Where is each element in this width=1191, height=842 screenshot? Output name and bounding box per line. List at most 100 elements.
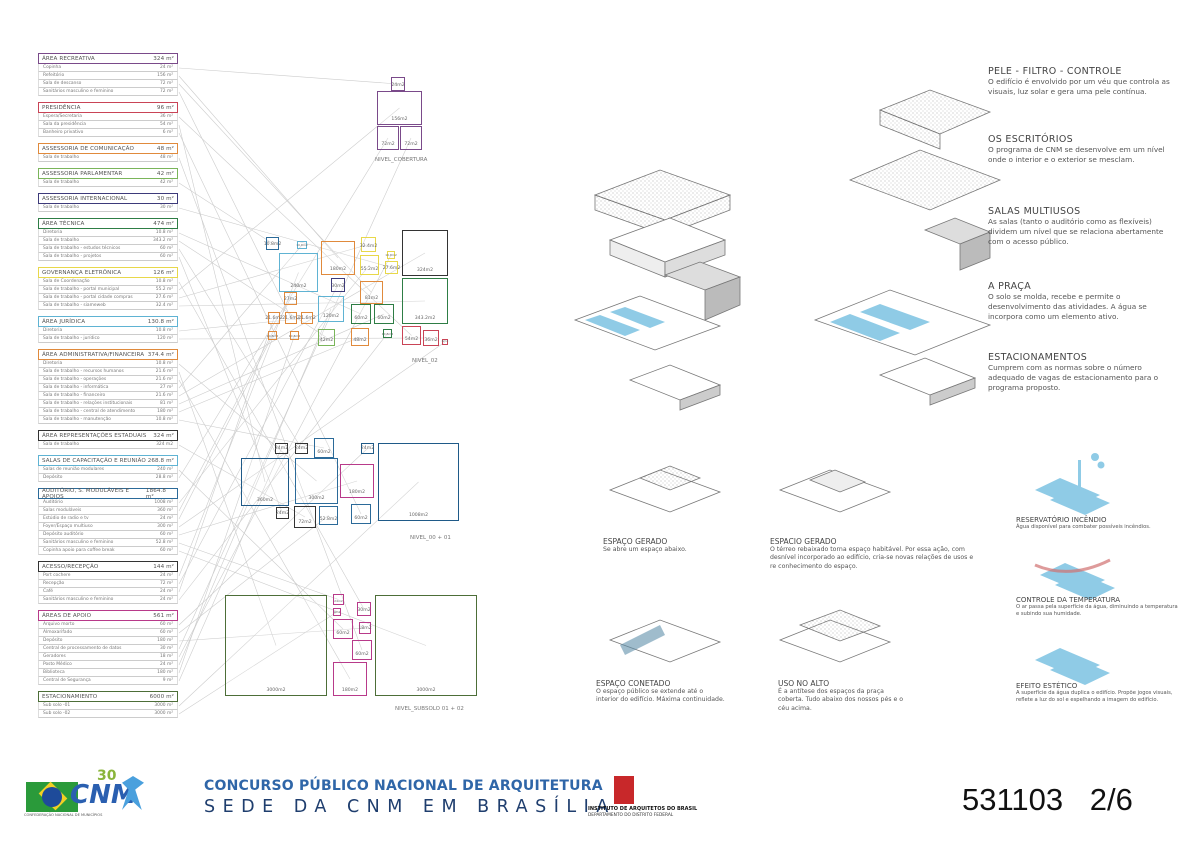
- connector-line: [178, 116, 412, 336]
- project-number: 531103: [962, 782, 1064, 817]
- concept-desc: Se abre um espaço abaixo.: [603, 546, 687, 553]
- group-area: 96 m²: [156, 104, 174, 111]
- room-box: 21.6m2: [282, 312, 300, 324]
- connector-line: [178, 284, 339, 585]
- room-name: Diretoria: [43, 328, 63, 333]
- room-box: 24m2: [361, 443, 374, 454]
- room-box: 60m2: [351, 504, 371, 524]
- room-area: 42 m²: [159, 180, 173, 185]
- room-area: 60 m²: [159, 630, 173, 635]
- room-box: 42m2: [318, 329, 335, 346]
- connector-line: [178, 627, 366, 642]
- room-box: 60m2: [374, 304, 394, 324]
- room-area: 72 m²: [159, 81, 173, 86]
- connector-line: [178, 67, 399, 85]
- room-area: 55.2 m²: [155, 287, 173, 292]
- room-box: 27.6m2: [383, 261, 400, 274]
- room-area: 30 m²: [159, 205, 173, 210]
- room-name: Banheiro privativo: [43, 130, 84, 135]
- program-group-header: PRESIDÊNCIA 96 m²: [38, 102, 178, 113]
- room-area: 60 m²: [159, 254, 173, 259]
- room-name: Sala de trabalho: [43, 155, 80, 160]
- water-desc: O ar passa pela superfície da água, dimi…: [1016, 604, 1178, 617]
- connector-line: [178, 244, 303, 389]
- room-box: 180m2: [321, 241, 355, 275]
- layer-desc: Cumprem com as normas sobre o número ade…: [988, 363, 1159, 392]
- connector-line: [178, 341, 446, 528]
- room-box: 54m2: [402, 326, 421, 345]
- group-area: 324 m²: [153, 55, 174, 62]
- room-area: 52.8 m²: [155, 540, 173, 545]
- connector-line: [178, 542, 339, 600]
- room-name: Biblioteca: [43, 670, 65, 675]
- room-box: 32.4m2: [360, 237, 377, 252]
- room-box: 24m2: [295, 443, 308, 454]
- room-name: Diretoria: [43, 361, 63, 366]
- connector-line: [178, 469, 344, 630]
- room-name: Sub solo -01: [43, 703, 71, 708]
- group-title: ESTACIONAMIENTO: [42, 693, 98, 700]
- cnm-figure-icon: [122, 776, 144, 810]
- connector-line: [178, 448, 368, 626]
- connector-line: [178, 232, 362, 315]
- layer-title: A PRAÇA: [988, 281, 1032, 292]
- room-area: 24 m²: [159, 65, 173, 70]
- program-row: Sala de descanso 72 m²: [38, 80, 178, 88]
- connector-line: [178, 363, 317, 482]
- room-name: Depósito: [43, 475, 63, 480]
- connector-line: [178, 379, 351, 680]
- room-name: Salas de reunião modulares: [43, 467, 105, 472]
- room-box: 156m2: [377, 91, 422, 125]
- room-area: 21.6 m²: [155, 369, 173, 374]
- room-name: Almoxarifado: [43, 630, 73, 635]
- program-row: Estúdio de radio e tv 24 m²: [38, 515, 178, 523]
- room-area: 72 m²: [159, 581, 173, 586]
- group-title: ACESSO/RECEPÇÃO: [42, 563, 99, 570]
- group-title: ÁREA JURÍDICA: [42, 318, 86, 325]
- room-area: 120 m²: [157, 336, 173, 341]
- room-box: 52.8m2: [319, 506, 338, 525]
- room-area: 24 m²: [159, 662, 173, 667]
- water-desc: A superfície da água duplica o edifício.…: [1016, 690, 1173, 703]
- room-box: 180m2: [340, 464, 374, 498]
- iab-logo: INSTITUTO DE ARQUITETOS DO BRASIL DEPART…: [588, 776, 697, 821]
- group-title: PRESIDÊNCIA: [42, 104, 81, 111]
- room-name: Café: [43, 589, 54, 594]
- room-name: Depósito: [43, 638, 63, 643]
- group-title: ÁREAS DE APOIO: [42, 612, 92, 619]
- room-name: Estúdio de radio e tv: [43, 516, 89, 521]
- connector-line: [178, 83, 372, 293]
- connector-line: [178, 515, 329, 634]
- room-area: 24 m²: [159, 516, 173, 521]
- room-box: 60m2: [314, 438, 334, 458]
- room-name: Auditório: [43, 500, 63, 505]
- room-box: 10.8m2: [296, 241, 308, 249]
- room-name: Sala de descanso: [43, 81, 82, 86]
